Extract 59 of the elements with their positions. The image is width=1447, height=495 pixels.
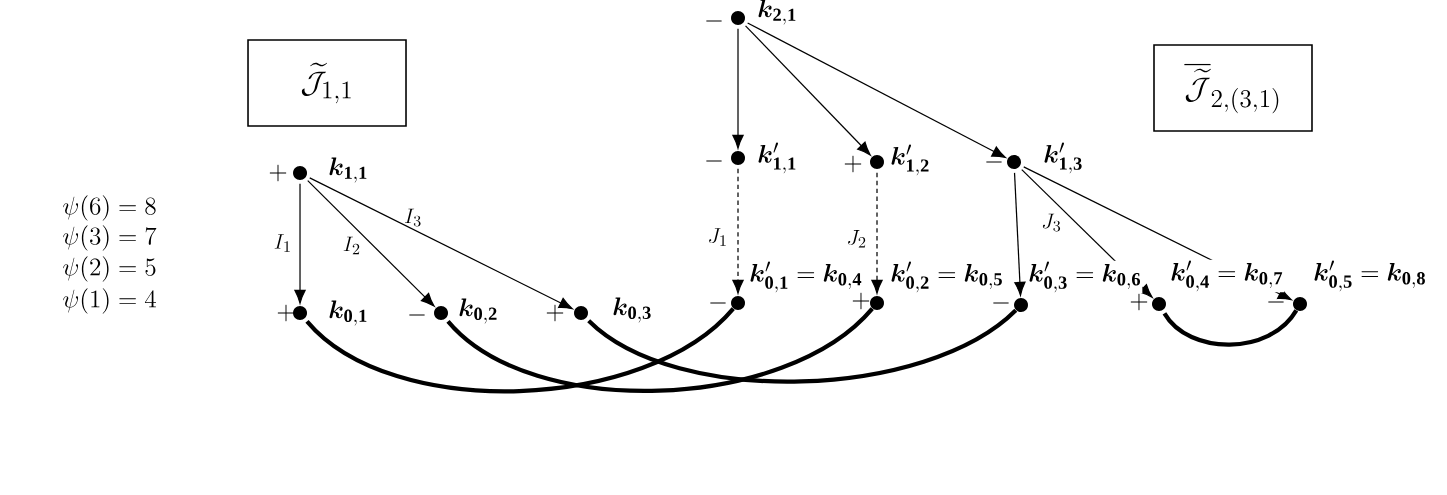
node-label: $\bm{k}'_{\mathbf{0,4}} = \bm{k}_{\mathbf{0,7}}$ [1169,259,1285,293]
arrow [871,172,883,294]
dot [870,155,884,169]
edge-label: $I_3$ [404,208,421,227]
edge-label: $J_2$ [848,230,866,248]
edge-label: $J_1$ [709,228,726,246]
sign-label: $-$ [706,160,722,162]
node-label: $\bm{k}'_{\mathbf{1,1}}$ [756,141,799,175]
node-label: $\bm{k}_{\mathbf{2,1}}$ [756,0,799,26]
arrow [732,168,744,294]
equation-label: $\psi(1) = 4$ [63,288,156,314]
sign-label: $-$ [986,161,1002,163]
arrow [309,177,573,310]
formula-box: $\widetilde{\mathcal{J}}_{1,1}$ [247,39,407,127]
dot [293,306,307,320]
dot [731,151,745,165]
arrow [732,28,744,149]
node-label: $\bm{k}_{\mathbf{0,1}}$ [327,299,370,327]
sign-label: $+$ [1130,293,1148,311]
sign-label: $-$ [710,302,726,304]
node-label: $\bm{k}_{\mathbf{0,3}}$ [611,296,654,324]
dot [574,306,588,320]
dot [870,296,884,310]
dot [1293,297,1307,311]
sign-label: $-$ [706,20,722,22]
node-label: $\bm{k}'_{\mathbf{0,2}} = \bm{k}_{\mathbf{0,5}}$ [889,260,1005,294]
node-label: $\bm{k}_{\mathbf{0,2}}$ [457,297,500,325]
arrow [744,25,871,156]
sign-label: $-$ [409,314,425,316]
dot [1014,298,1028,312]
equation-label: $\psi(2) = 5$ [63,256,156,282]
arrow [294,183,306,304]
node-label: $\bm{k}'_{\mathbf{0,3}} = \bm{k}_{\mathbf{0,6}}$ [1027,260,1143,294]
sign-label: $+$ [269,164,287,182]
dot [434,306,448,320]
arrow [747,22,1006,159]
sign-label: $-$ [993,302,1009,304]
dot [1007,155,1021,169]
edge-label: $J_3$ [1042,213,1061,232]
formula-box: $\overline{\widetilde{\mathcal{J}}}_{2,(3,1)}$ [1153,44,1313,132]
sign-label: $+$ [277,304,295,322]
sign-label: $+$ [852,292,870,310]
equation-label: $\psi(3) = 7$ [63,225,157,251]
dot [731,11,745,25]
sign-label: $+$ [844,155,862,173]
node-label: $\bm{k}'_{\mathbf{0,1}} = \bm{k}_{\mathbf{0,4}}$ [748,260,864,294]
sign-label: $-$ [1268,301,1284,303]
dot [1152,297,1166,311]
edge-label: $I_1$ [274,234,290,252]
node-label: $\bm{k}'_{\mathbf{1,2}}$ [889,143,932,177]
sign-label: $+$ [546,304,564,322]
node-label: $\bm{k}'_{\mathbf{0,5}} = \bm{k}_{\mathbf{0,8}}$ [1312,259,1428,293]
node-label: $\bm{k}_{\mathbf{1,1}}$ [327,156,370,184]
arrow [307,180,435,307]
equation-label: $\psi(6) = 8$ [63,195,156,221]
dot [293,166,307,180]
node-label: $\bm{k}'_{\mathbf{1,3}}$ [1042,141,1085,175]
arrow [1013,172,1026,296]
edge-label: $I_2$ [343,236,360,255]
